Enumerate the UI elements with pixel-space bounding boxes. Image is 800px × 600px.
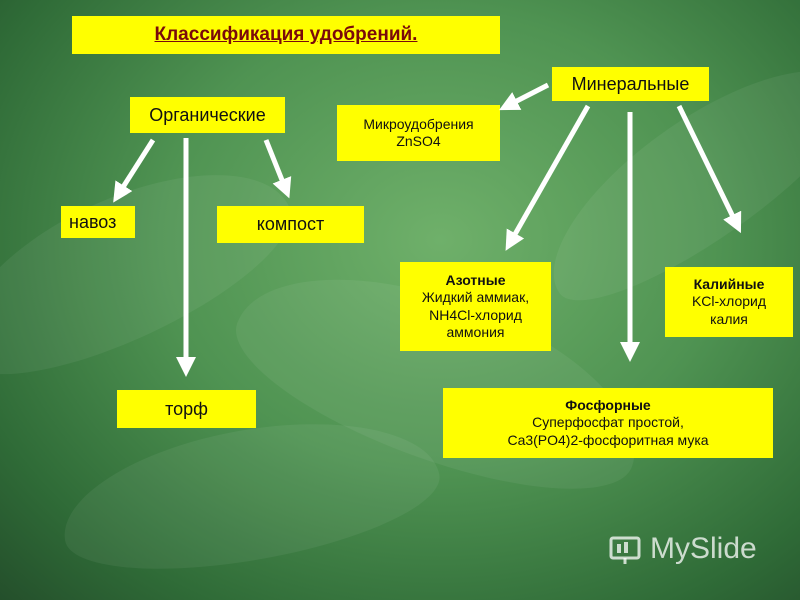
node-nitrogen-line2: NH4Cl-хлорид [429, 306, 522, 323]
watermark-text: MySlide [650, 532, 757, 565]
node-peat: торф [117, 390, 256, 428]
node-compost-label: компост [256, 214, 325, 235]
node-potassium: Калийные KCl-хлорид калия [665, 267, 793, 337]
node-organic-label: Органические [149, 104, 266, 125]
node-phosphorus-line2: Ca3(PO4)2-фосфоритная мука [507, 431, 709, 448]
arrow-organic-compost [263, 139, 292, 199]
diagram-title-text: Классификация удобрений. [154, 24, 418, 46]
arrow-mineral-micro [498, 82, 550, 111]
node-nitrogen-line1: Жидкий аммиак, [421, 289, 530, 305]
node-potassium-head: Калийные [693, 275, 765, 292]
node-micro-line1: Микроудобрения [363, 115, 474, 132]
arrow-mineral-potassium [676, 104, 742, 234]
node-phosphorus-line1: Суперфосфат простой, [532, 414, 684, 431]
arrow-organic-manure [113, 138, 156, 203]
node-manure-label: навоз [69, 211, 117, 232]
node-potassium-line1: KCl-хлорид [691, 293, 767, 310]
node-nitrogen: Азотные Жидкий аммиак, NH4Cl-хлорид аммо… [400, 262, 551, 351]
node-potassium-line2: калия [710, 310, 748, 327]
node-peat-label: торф [165, 398, 208, 419]
slide-icon [609, 536, 641, 564]
node-compost: компост [217, 206, 364, 243]
node-micro: Микроудобрения ZnSO4 [337, 105, 500, 161]
node-micro-line2: ZnSO4 [396, 133, 441, 149]
diagram-title: Классификация удобрений. [72, 16, 500, 54]
watermark-logo: MySlide [608, 532, 757, 566]
node-manure: навоз [61, 206, 135, 238]
node-phosphorus: Фосфорные Суперфосфат простой, Ca3(PO4)2… [443, 388, 773, 458]
node-mineral: Минеральные [552, 67, 709, 101]
node-organic: Органические [130, 97, 285, 133]
arrow-mineral-nitrogen [505, 104, 591, 251]
node-mineral-label: Минеральные [571, 73, 690, 94]
node-nitrogen-head: Азотные [445, 271, 506, 288]
node-phosphorus-head: Фосфорные [565, 396, 651, 413]
node-nitrogen-line3: аммония [446, 324, 505, 340]
